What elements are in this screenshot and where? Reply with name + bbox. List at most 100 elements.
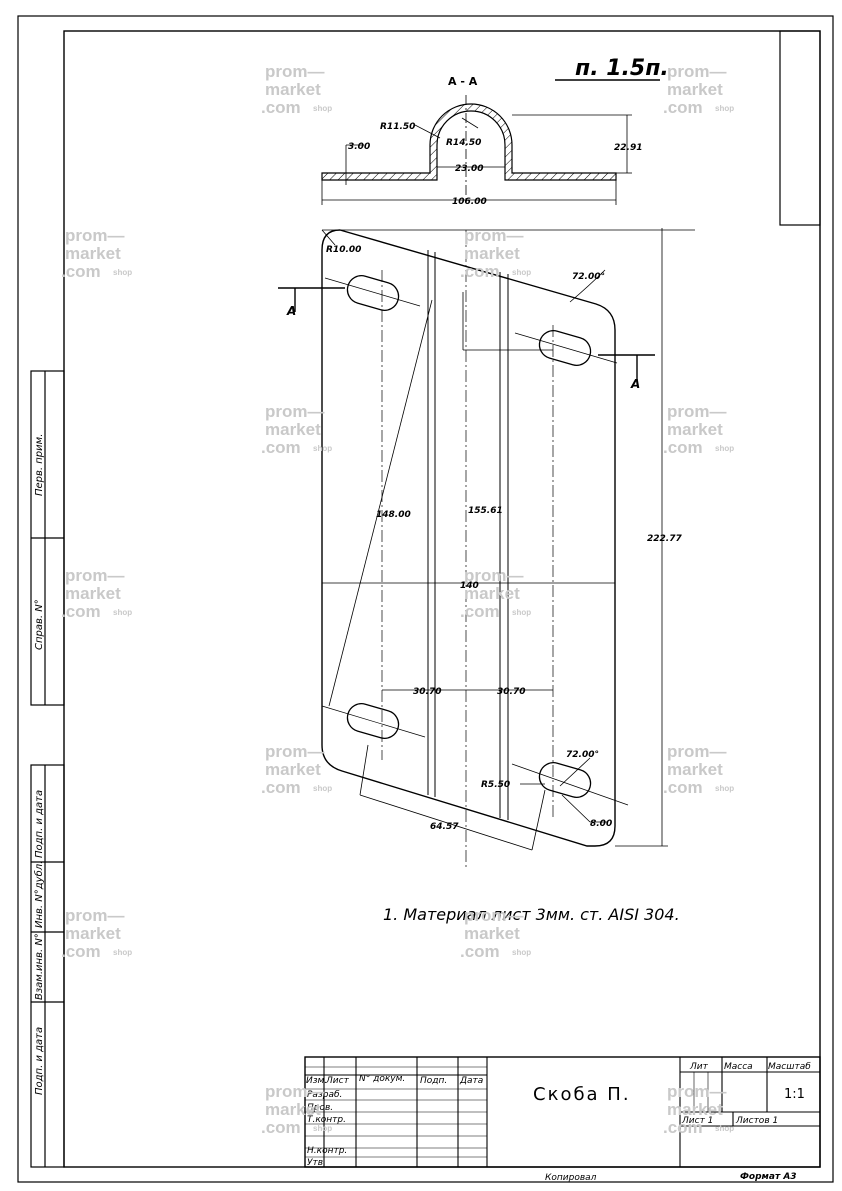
tb-masshtab: Масштаб <box>768 1062 811 1072</box>
tb-col-date: Дата <box>459 1076 483 1086</box>
watermark-j-line2: market <box>667 760 723 779</box>
watermark-i-line4: shop <box>313 784 332 793</box>
watermark-g: prom— market .com shop <box>61 566 132 621</box>
tb-col-izm: Изм. <box>306 1076 327 1086</box>
part-title: Скоба П. <box>533 1084 631 1105</box>
watermark-n-line1: prom— <box>667 1082 727 1101</box>
section-label: А - А <box>448 75 478 88</box>
tb-row-razrab: Разраб. <box>307 1090 342 1100</box>
section-dim-lines <box>321 114 632 205</box>
watermark-c-line4: shop <box>113 268 132 277</box>
watermark-a-line2: market <box>265 80 321 99</box>
watermark-c-line3: .com <box>61 262 101 281</box>
watermark-e-line2: market <box>265 420 321 439</box>
watermark-f-line3: .com <box>663 438 703 457</box>
watermark-k-line3: .com <box>61 942 101 961</box>
watermark-f-line4: shop <box>715 444 734 453</box>
tb-row-nkontr: Н.контр. <box>307 1146 347 1156</box>
dim-h22: 22.91 <box>614 143 642 153</box>
material-note: 1. Материал лист 3мм. ст. AISI 304. <box>383 905 680 924</box>
watermark-k-line4: shop <box>113 948 132 957</box>
dim-r14: R14.50 <box>446 138 481 148</box>
cut-mark-left: А <box>286 304 296 318</box>
dim-a72-bot: 72.00° <box>566 750 599 760</box>
watermark-d-line1: prom— <box>464 226 524 245</box>
watermark-f: prom— market .com shop <box>663 402 734 457</box>
watermark-h: prom— market .com shop <box>460 566 531 621</box>
watermark-l-line4: shop <box>512 948 531 957</box>
watermark-e: prom— market .com shop <box>261 402 332 457</box>
watermark-e-line3: .com <box>261 438 301 457</box>
tb-col-sign: Подп. <box>420 1076 447 1086</box>
watermark-g-line4: shop <box>113 608 132 617</box>
watermark-e-line4: shop <box>313 444 332 453</box>
watermark-m-line2: market <box>265 1100 321 1119</box>
watermark-n-line4: shop <box>715 1124 734 1133</box>
dim-h222: 222.77 <box>647 534 682 544</box>
watermark-d: prom— market .com shop <box>460 226 531 281</box>
dim-w140: 140 <box>460 581 479 591</box>
watermark-f-line2: market <box>667 420 723 439</box>
side-vzam-inv: Взам.инв. N° <box>34 933 45 1000</box>
cut-mark-right: А <box>630 377 640 391</box>
watermark-a-line4: shop <box>313 104 332 113</box>
scale-value: 1:1 <box>784 1087 805 1102</box>
section-profile <box>321 95 617 200</box>
dim-r55: R5.50 <box>481 780 510 790</box>
plate-bend-lines <box>381 230 554 870</box>
tb-row-utv: Утв. <box>307 1158 326 1168</box>
dim-d155: 155.61 <box>468 506 503 516</box>
watermark-n: prom— market .com shop <box>663 1082 734 1137</box>
watermark-m-line3: .com <box>261 1118 301 1137</box>
tb-lit: Лит <box>689 1062 709 1072</box>
watermark-g-line2: market <box>65 584 121 603</box>
sheet-frame <box>17 15 834 1183</box>
dim-t3: 3.00 <box>348 142 370 152</box>
watermark-l-line2: market <box>464 924 520 943</box>
watermark-n-line2: market <box>667 1100 723 1119</box>
watermark-d-line2: market <box>464 244 520 263</box>
watermark-h-line4: shop <box>512 608 531 617</box>
watermark-j-line1: prom— <box>667 742 727 761</box>
watermark-h-line2: market <box>464 584 520 603</box>
watermark-n-line3: .com <box>663 1118 703 1137</box>
dim-r11: R11.50 <box>380 122 415 132</box>
watermark-g-line3: .com <box>61 602 101 621</box>
side-podp-data-1: Подп. и дата <box>34 790 45 858</box>
watermark-a-line1: prom— <box>265 62 325 81</box>
tb-row-tkontr: Т.контр. <box>307 1115 346 1125</box>
watermark-m: prom— market .com shop <box>261 1082 332 1137</box>
watermark-k: prom— market .com shop <box>61 906 132 961</box>
slot-axes <box>321 277 629 806</box>
watermark-h-line1: prom— <box>464 566 524 585</box>
watermark-k-line2: market <box>65 924 121 943</box>
watermark-c-line1: prom— <box>65 226 125 245</box>
sheet-id: п. 1.5п. <box>575 56 669 81</box>
watermark-h-line3: .com <box>460 602 500 621</box>
watermark-j-line4: shop <box>715 784 734 793</box>
copied-label: Копировал <box>545 1173 597 1183</box>
watermark-a: prom— market .com shop <box>261 62 332 117</box>
title-block-grid <box>304 1056 821 1168</box>
main-dim-lines <box>321 228 668 851</box>
watermark-f-line1: prom— <box>667 402 727 421</box>
dim-w23: 23.00 <box>455 164 483 174</box>
watermark-j: prom— market .com shop <box>663 742 734 797</box>
watermark-l: prom— market .com shop <box>460 906 531 961</box>
watermark-k-line1: prom— <box>65 906 125 925</box>
side-podp-data-2: Подп. и дата <box>34 1027 45 1095</box>
watermark-l-line3: .com <box>460 942 500 961</box>
dim-r10: R10.00 <box>326 245 361 255</box>
plate-outline <box>321 229 695 847</box>
watermark-c: prom— market .com shop <box>61 226 132 281</box>
dim-w106: 106.00 <box>452 197 487 207</box>
side-stamp <box>30 370 65 1168</box>
watermark-g-line1: prom— <box>65 566 125 585</box>
format-label: Формат А3 <box>740 1172 797 1182</box>
watermark-e-line1: prom— <box>265 402 325 421</box>
side-perv-prim: Перв. прим. <box>34 434 45 496</box>
watermark-d-line4: shop <box>512 268 531 277</box>
watermark-i-line2: market <box>265 760 321 779</box>
sheet-number: Лист 1 <box>681 1116 713 1126</box>
cut-marks <box>278 287 655 380</box>
